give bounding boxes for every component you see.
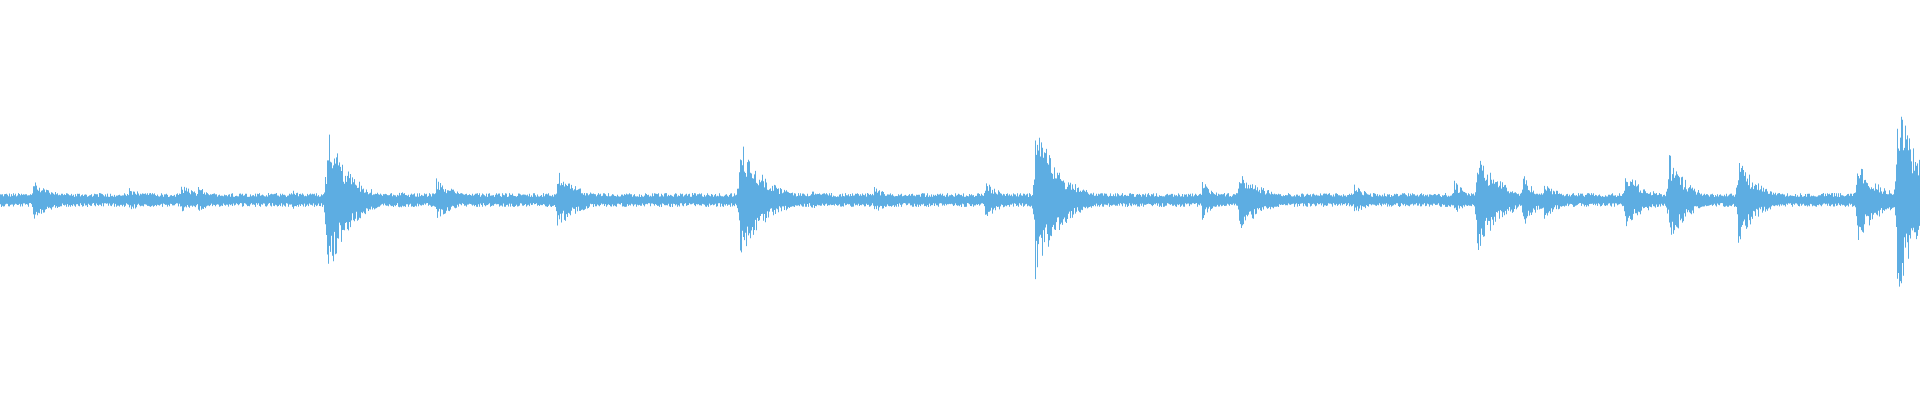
waveform-samples xyxy=(0,116,1920,287)
waveform-trace xyxy=(0,116,1920,287)
